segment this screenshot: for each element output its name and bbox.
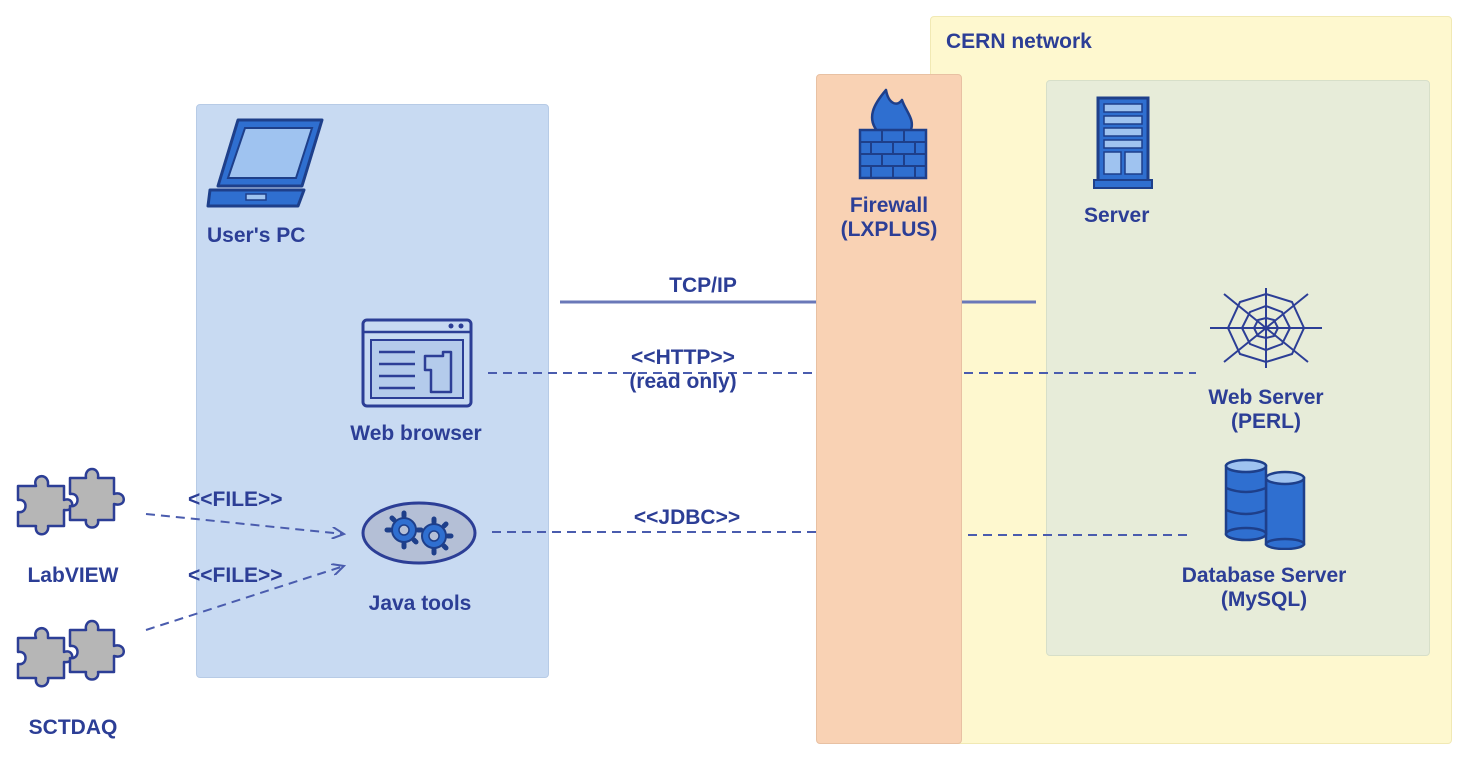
spider-web-icon <box>1210 288 1322 368</box>
database-icon <box>1224 458 1306 550</box>
users-pc-label: User's PC <box>207 224 306 247</box>
http-label: <<HTTP>> (read only) <box>583 346 783 394</box>
cern-network-label: CERN network <box>946 30 1092 53</box>
sctdaq-label: SCTDAQ <box>28 716 118 739</box>
labview-label: LabVIEW <box>27 564 119 587</box>
tcpip-label: TCP/IP <box>669 274 737 297</box>
file-arrow-sctdaq <box>145 566 344 631</box>
http-title: <<HTTP>> <box>631 346 735 369</box>
db-server-title: Database Server <box>1181 564 1347 587</box>
web-browser-label: Web browser <box>350 422 482 445</box>
web-server-label: Web Server (PERL) <box>1166 386 1366 434</box>
web-server-title: Web Server <box>1208 386 1324 409</box>
firewall-label: Firewall (LXPLUS) <box>816 194 962 242</box>
file-arrow-labview <box>145 513 344 534</box>
labview-puzzle-icon <box>16 467 125 536</box>
db-server-subtitle: (MySQL) <box>1220 588 1308 611</box>
web-server-subtitle: (PERL) <box>1231 410 1301 433</box>
firewall-zone <box>816 74 962 744</box>
jdbc-label: <<JDBC>> <box>633 506 741 529</box>
browser-window-icon <box>361 318 473 408</box>
http-subtitle: (read only) <box>629 370 737 393</box>
file-label-sctdaq: <<FILE>> <box>188 564 283 587</box>
firewall-subtitle: (LXPLUS) <box>840 218 938 241</box>
java-tools-label: Java tools <box>368 592 472 615</box>
gears-icon <box>361 501 477 565</box>
file-label-labview: <<FILE>> <box>188 488 283 511</box>
db-server-label: Database Server (MySQL) <box>1144 564 1384 612</box>
sctdaq-puzzle-icon <box>16 619 125 688</box>
firewall-icon <box>858 88 928 180</box>
firewall-title: Firewall <box>849 194 929 217</box>
server-rack-icon <box>1093 96 1153 189</box>
server-label: Server <box>1084 204 1150 227</box>
laptop-icon <box>206 118 324 208</box>
